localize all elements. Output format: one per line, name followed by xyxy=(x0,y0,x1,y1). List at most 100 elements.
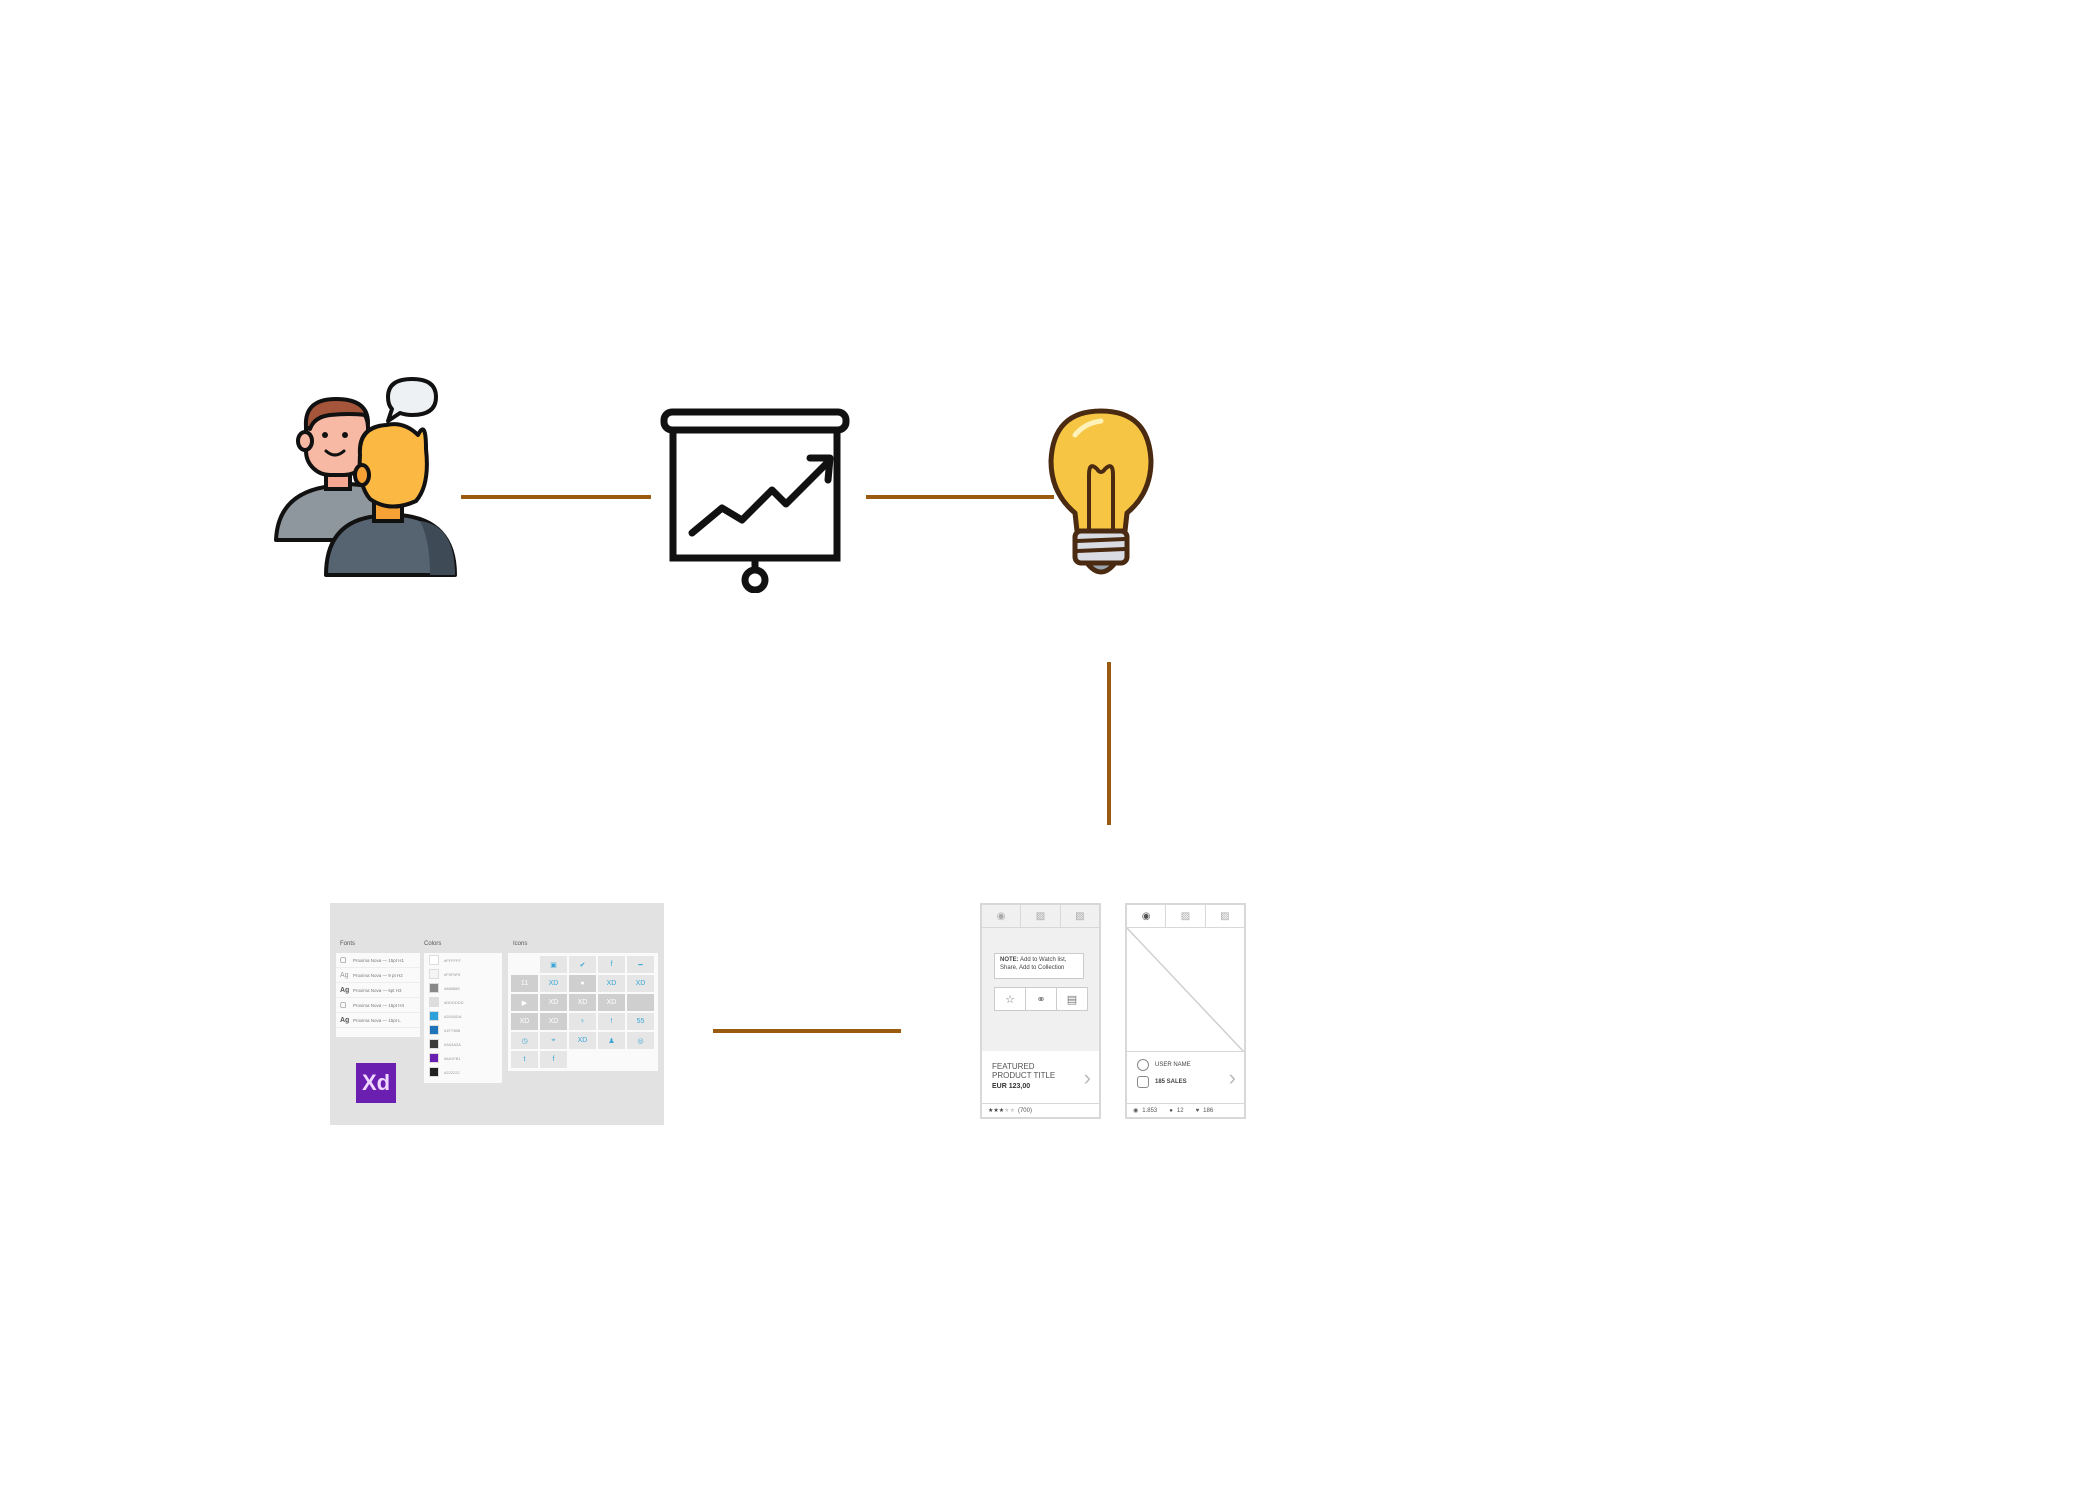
sales-row: 185 SALES xyxy=(1137,1076,1187,1088)
style-icon-cell: XD xyxy=(511,1013,538,1030)
image-icon: ▨ xyxy=(1166,905,1206,927)
style-icon-cell: 11 xyxy=(511,975,538,992)
color-swatch xyxy=(429,955,439,965)
color-swatch xyxy=(429,1053,439,1063)
style-icon-cell: ◷ xyxy=(511,1032,538,1049)
style-icon-cell: XD xyxy=(540,994,567,1011)
image-icon: ▨ xyxy=(1021,905,1061,927)
star-icon: ★ xyxy=(1004,1108,1010,1114)
image-icon: ▨ xyxy=(1220,910,1230,922)
connector-people-presentation xyxy=(461,495,651,499)
chevron-right-icon: › xyxy=(1228,1065,1236,1090)
coins-icon xyxy=(1137,1076,1149,1088)
color-swatch-row: #222222 xyxy=(424,1065,502,1079)
eye-icon: ◉ xyxy=(982,905,1022,927)
star-icon: ★ xyxy=(988,1108,994,1114)
rating-count: (700) xyxy=(1017,1107,1032,1114)
color-swatch-row: #FFFFFF xyxy=(424,953,502,967)
adobe-xd-logo: Xd xyxy=(356,1063,396,1103)
presentation-chart-icon xyxy=(660,408,850,594)
user-stats-row: ◉ 1.853 ● 12 ♥ 186 xyxy=(1127,1103,1244,1117)
style-icon-cell xyxy=(511,956,538,973)
link-icon: ⚭ xyxy=(1026,988,1057,1010)
star-icon: ★ xyxy=(1009,1108,1015,1114)
style-icon-cell: f xyxy=(540,1051,567,1068)
style-icon-cell: f xyxy=(598,956,625,973)
user-name-row: USER NAME xyxy=(1137,1059,1191,1071)
color-swatch xyxy=(429,997,439,1007)
connector-idea-wireframes xyxy=(1107,662,1111,825)
product-card-wireframe: ◉ ▨ ▨ NOTE: Add to Watch list, Share, Ad… xyxy=(980,903,1101,1119)
color-swatch-row: #888888 xyxy=(424,981,502,995)
color-swatch xyxy=(429,1039,439,1049)
style-icon-cell: ⌖ xyxy=(540,1032,567,1049)
color-swatch-row: #DDDDDD xyxy=(424,995,502,1009)
color-swatch xyxy=(429,1067,439,1077)
product-title: FEATURED PRODUCT TITLE xyxy=(992,1062,1056,1080)
rating-row: ★★★★★ (700) xyxy=(982,1103,1099,1117)
star-icon: ☆ xyxy=(995,988,1026,1010)
product-price: EUR 123,00 xyxy=(992,1083,1031,1090)
people-talking-icon xyxy=(270,375,465,585)
sales-count: 185 SALES xyxy=(1155,1079,1187,1085)
style-icon-cell: ◎ xyxy=(627,1032,654,1049)
color-swatch-row: #6A1FB1 xyxy=(424,1051,502,1065)
user-name: USER NAME xyxy=(1155,1062,1191,1068)
font-row: ▢Proxima Nova — 15pt H4 xyxy=(336,998,420,1013)
font-row: ▢Proxima Nova — 15pt H1 xyxy=(336,953,420,968)
chevron-right-icon: › xyxy=(1083,1065,1091,1090)
rating-stars: ★★★★★ xyxy=(988,1107,1015,1114)
style-icon-cell: ✔ xyxy=(569,956,596,973)
heart-icon: ♥ xyxy=(1195,1107,1200,1114)
color-swatch xyxy=(429,1025,439,1035)
colors-label: Colors xyxy=(424,941,442,947)
star-icon: ★ xyxy=(998,1108,1005,1114)
style-icon-cell: XD xyxy=(598,975,625,992)
style-icon-cell: XD xyxy=(569,994,596,1011)
views-count: 1.853 xyxy=(1142,1107,1158,1114)
color-swatch-row: #2EA0DA xyxy=(424,1009,502,1023)
style-icon-cell: XD xyxy=(540,975,567,992)
color-swatch xyxy=(429,969,439,979)
card-tabbar: ◉ ▨ ▨ xyxy=(982,905,1099,928)
lightbulb-icon xyxy=(1045,405,1157,585)
comments-icon: ● xyxy=(1169,1107,1173,1114)
style-icon-cell xyxy=(627,994,654,1011)
style-icon-cell: XD xyxy=(569,1032,596,1049)
style-icon-cell: t xyxy=(511,1051,538,1068)
style-guide-panel: Fonts Colors Icons ▢Proxima Nova — 15pt … xyxy=(330,903,664,1125)
note-tooltip: NOTE: Add to Watch list, Share, Add to C… xyxy=(994,953,1084,979)
star-icon: ★ xyxy=(993,1108,999,1114)
style-icon-cell: ♟ xyxy=(598,1032,625,1049)
image-icon: ▨ xyxy=(1075,910,1085,922)
style-icon-cell: 55 xyxy=(627,1013,654,1030)
style-icon-cell: ♀ xyxy=(569,1013,596,1030)
color-list: #FFFFFF#F5F5F5#888888#DDDDDD#2EA0DA#1F73… xyxy=(424,953,502,1083)
icons-label: Icons xyxy=(513,941,528,947)
likes-count: 186 xyxy=(1203,1107,1214,1114)
style-icon-cell: ! xyxy=(598,1013,625,1030)
user-card-wireframe: ◉ ▨ ▨ USER NAME 185 SALES › ◉ 1.853 ● 12… xyxy=(1125,903,1246,1119)
comments-count: 12 xyxy=(1176,1107,1184,1114)
connector-presentation-idea xyxy=(866,495,1054,499)
color-swatch xyxy=(429,983,439,993)
user-icon xyxy=(1137,1059,1149,1071)
style-icon-cell: XD xyxy=(540,1013,567,1030)
card-actions: ☆ ⚭ ▤ xyxy=(994,987,1088,1011)
style-icon-cell: XD xyxy=(627,975,654,992)
eye-icon: ◉ xyxy=(1127,905,1167,927)
collection-icon: ▤ xyxy=(1066,993,1078,1006)
style-icon-cell: ● xyxy=(569,975,596,992)
fonts-label: Fonts xyxy=(340,941,356,947)
style-icon-cell: ━ xyxy=(627,956,654,973)
style-icon-cell: ▣ xyxy=(540,956,567,973)
connector-wireframes-styleguide xyxy=(713,1029,901,1033)
color-swatch-row: #3A3A3A xyxy=(424,1037,502,1051)
views-icon: ◉ xyxy=(1133,1108,1139,1114)
style-icon-cell: ▶ xyxy=(511,994,538,1011)
